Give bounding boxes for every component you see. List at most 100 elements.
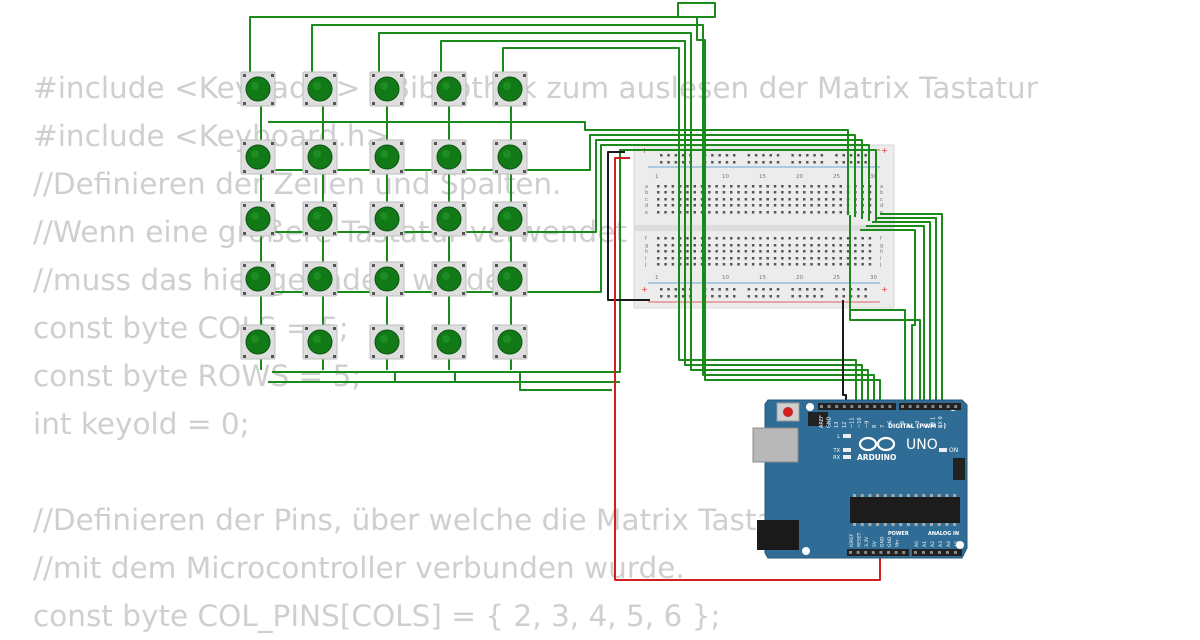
rail-hole	[791, 295, 794, 298]
breadboard-hole	[678, 191, 682, 194]
button-pin	[523, 292, 526, 295]
breadboard-hole	[832, 204, 835, 207]
button-cap	[436, 206, 462, 232]
breadboard-hole	[781, 211, 784, 214]
breadboard-hole	[788, 191, 791, 194]
breadboard-hole	[832, 257, 835, 260]
breadboard-hole	[657, 237, 660, 240]
rail-hole	[754, 161, 758, 164]
breadboard-hole	[781, 198, 784, 201]
header-pin	[827, 405, 831, 408]
analog-label: ANALOG IN	[928, 531, 959, 537]
breadboard-hole	[839, 263, 842, 266]
chip-pin	[906, 494, 910, 497]
row-letter: d	[880, 203, 883, 209]
push-button	[492, 71, 528, 107]
breadboard-hole	[744, 237, 748, 240]
breadboard-hole	[678, 244, 682, 247]
breadboard-hole	[803, 244, 806, 247]
pin-label: A0	[914, 541, 920, 547]
breadboard-hole	[693, 198, 696, 201]
breadboard-hole	[737, 185, 740, 188]
chip-pin	[953, 494, 957, 497]
breadboard-hole	[737, 263, 740, 266]
breadboard-hole	[708, 198, 711, 201]
rail-hole	[806, 295, 809, 298]
wire	[872, 221, 931, 405]
breadboard-hole	[722, 244, 726, 247]
pin-label: ~5	[900, 421, 906, 428]
button-pin	[333, 264, 336, 267]
breadboard-hole	[832, 191, 835, 194]
rail-hole	[667, 161, 670, 164]
breadboard-hole	[751, 244, 755, 247]
button-pin	[400, 264, 403, 267]
button-pin	[333, 142, 336, 145]
breadboard-hole	[759, 191, 762, 194]
breadboard-hole	[795, 250, 799, 253]
row-letter: c	[880, 197, 883, 203]
button-pin	[271, 264, 274, 267]
breadboard-hole	[810, 237, 813, 240]
digital-header	[899, 403, 961, 410]
reset-button-cap	[783, 407, 793, 417]
button-cap	[245, 329, 271, 355]
breadboard-hole	[730, 191, 733, 194]
rail-hole	[660, 288, 663, 291]
breadboard-hole	[810, 198, 813, 201]
rail-hole	[776, 288, 780, 291]
push-button	[302, 201, 338, 237]
chip-pin	[853, 494, 856, 497]
row-letter: f	[880, 236, 882, 242]
model-label: UNO	[906, 437, 938, 453]
breadboard-hole	[751, 191, 755, 194]
breadboard-hole	[803, 191, 806, 194]
button-highlight	[251, 82, 259, 90]
breadboard-hole	[839, 250, 842, 253]
breadboard-hole	[803, 198, 806, 201]
usb-port	[752, 427, 799, 463]
rail-hole	[842, 295, 845, 298]
breadboard-hole	[671, 211, 675, 214]
button-cap	[307, 206, 333, 232]
button-pin	[462, 232, 465, 235]
wire	[272, 144, 870, 293]
chip-pin	[899, 523, 903, 526]
button-cap	[497, 329, 523, 355]
rail-hole	[798, 154, 802, 157]
button-pin	[495, 232, 498, 235]
breadboard-hole	[766, 257, 769, 260]
button-pin	[243, 142, 246, 145]
button-pin	[434, 74, 437, 77]
row-letter: i	[645, 256, 646, 262]
row-letter: j	[879, 262, 881, 268]
breadboard-hole	[810, 204, 813, 207]
rail-hole	[769, 295, 772, 298]
button-pin	[434, 142, 437, 145]
breadboard-hole	[839, 237, 842, 240]
breadboard-hole	[708, 191, 711, 194]
rail-hole	[849, 161, 853, 164]
button-pin	[462, 264, 465, 267]
button-pin	[495, 142, 498, 145]
rail-hole	[820, 288, 824, 291]
button-pin	[400, 292, 403, 295]
header-pin	[850, 405, 854, 408]
breadboard-hole	[664, 204, 667, 207]
button-pin	[305, 102, 308, 105]
push-button	[302, 324, 338, 360]
breadboard-hole	[788, 211, 791, 214]
wire	[519, 372, 612, 391]
rail-hole	[776, 295, 780, 298]
push-button	[431, 71, 467, 107]
analog-header	[912, 549, 962, 556]
pin-label: ~10	[857, 417, 863, 428]
button-cap	[245, 76, 271, 102]
rail-hole	[820, 154, 824, 157]
button-pin	[523, 232, 526, 235]
breadboard-hole	[671, 191, 675, 194]
breadboard-hole	[678, 250, 682, 253]
rail-hole	[820, 295, 824, 298]
breadboard-hole	[832, 250, 835, 253]
header-pin	[954, 551, 957, 554]
